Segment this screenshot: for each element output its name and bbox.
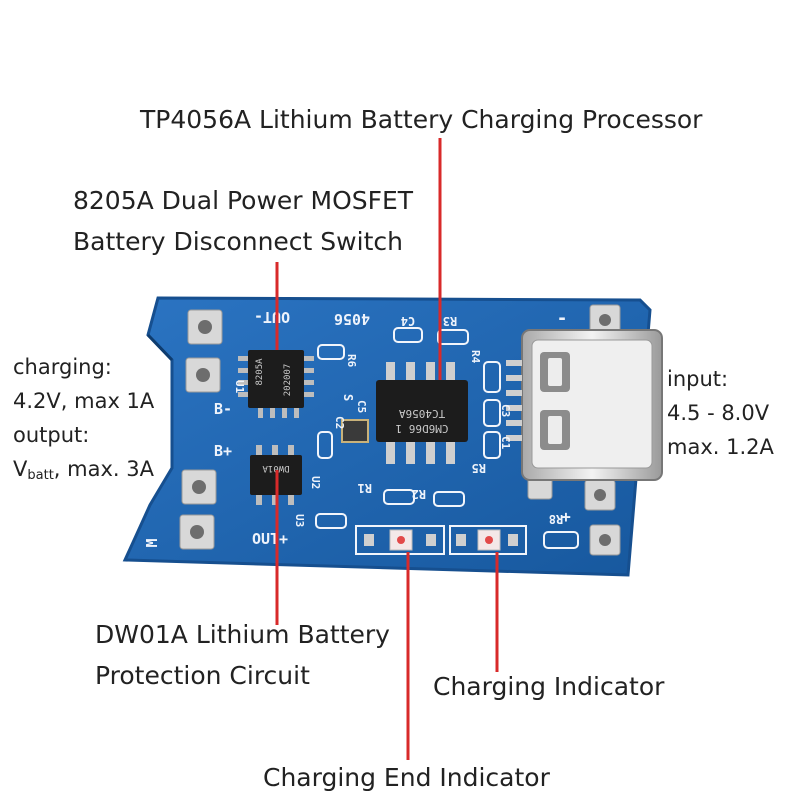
silk-u2: U2 [309,476,322,489]
led-frame-left [355,525,445,555]
led-frame-right [449,525,527,555]
pad-hole [192,480,206,494]
passive-components [315,327,579,549]
chip-tp4056-text-2: CM6D66 1 [396,422,449,435]
chip-8205a: 8205A 202007 [238,350,314,418]
silk-r5: R5 [472,461,486,475]
callout-dw01a-line1: DW01A Lithium Battery [95,620,390,649]
pad-hole [196,368,210,382]
led-charging-die [485,536,493,544]
capacitor-c5 [341,419,369,443]
led-charging-end-die [397,536,405,544]
resistor-r4 [483,361,501,393]
chip-8205a-text-2: 202007 [283,364,293,397]
output-subscript: batt [27,468,54,483]
capacitor-c2 [317,431,333,459]
resistor-r2 [433,491,465,507]
input-label: input: [667,367,729,391]
pad-hole [190,525,204,539]
callout-charging-indicator: Charging Indicator [433,672,665,701]
capacitor-c3 [483,399,501,427]
left-pads [179,309,223,550]
callout-8205a-line1: 8205A Dual Power MOSFET [73,186,414,215]
silk-out-plus: OUT+ [252,530,288,548]
silk-u3: U3 [293,514,306,527]
chip-8205a-text-1: 8205A [255,358,265,386]
resistor-r8 [543,531,579,549]
silk-minus: - [557,308,568,329]
silk-b-plus: B+ [214,442,232,460]
input-range: 4.5 - 8.0V [667,401,770,425]
silk-r8: R8 [549,512,563,526]
resistor-r3 [437,329,469,345]
silk-c3: C3 [499,404,512,417]
silk-b-minus: B- [214,400,232,418]
silk-c1: C1 [499,436,512,450]
input-max: max. 1.2A [667,435,774,459]
led-pad [456,534,466,546]
silk-model: 4056 [334,310,370,328]
led-pad [426,534,436,546]
right-specs: input: 4.5 - 8.0V max. 1.2A [667,362,774,464]
resistor-r6 [317,344,345,360]
leader-lines [275,138,499,760]
capacitor-c4 [393,327,423,343]
usb-c-connector [506,329,663,481]
silk-c4: C4 [401,314,415,328]
pad-hole [599,314,611,326]
callout-dw01a-line2: Protection Circuit [95,661,310,690]
output-suffix: , max. 3A [53,457,154,481]
silk-m: M [143,538,161,547]
silk-out-minus: OUT- [254,308,290,326]
chip-dw01a-text: DW01A [262,463,290,473]
silk-s: S [341,394,355,401]
silkscreen: OUT- B- B+ OUT+ M 4056 - + R8 R6 R3 C4 R… [143,308,571,548]
silk-r2: R2 [412,487,426,501]
pad-hole [599,534,611,546]
left-specs: charging: 4.2V, max 1A output: Vbatt, ma… [13,350,154,486]
silk-c5: C5 [355,400,368,413]
resistor-u3 [315,513,347,529]
silk-r1: R1 [358,481,372,495]
chip-tp4056-text-1: TC4056A [398,407,445,420]
pad-hole [594,489,606,501]
chip-tp4056: TC4056A CM6D66 1 [376,362,468,464]
charging-value: 4.2V, max 1A [13,389,155,413]
charging-label: charging: [13,355,112,379]
resistor-r1 [383,489,415,505]
led-pad [364,534,374,546]
led-pad [508,534,518,546]
capacitor-c1 [483,431,501,459]
callout-tp4056: TP4056A Lithium Battery Charging Process… [140,105,703,134]
callout-8205a-line2: Battery Disconnect Switch [73,227,403,256]
silk-r3: R3 [443,314,457,328]
silk-r6: R6 [345,354,358,368]
silk-c2: C2 [333,416,346,429]
output-prefix: V [13,457,28,481]
callout-charging-end-indicator: Charging End Indicator [263,763,550,792]
silk-plus: + [561,507,571,526]
silk-u1: U1 [233,380,246,394]
pad-hole [198,320,212,334]
pcb-edge-notch [146,333,174,362]
output-value: Vbatt, max. 3A [13,452,154,486]
led-row [355,525,527,555]
output-label: output: [13,423,90,447]
silk-r4: R4 [469,350,482,364]
